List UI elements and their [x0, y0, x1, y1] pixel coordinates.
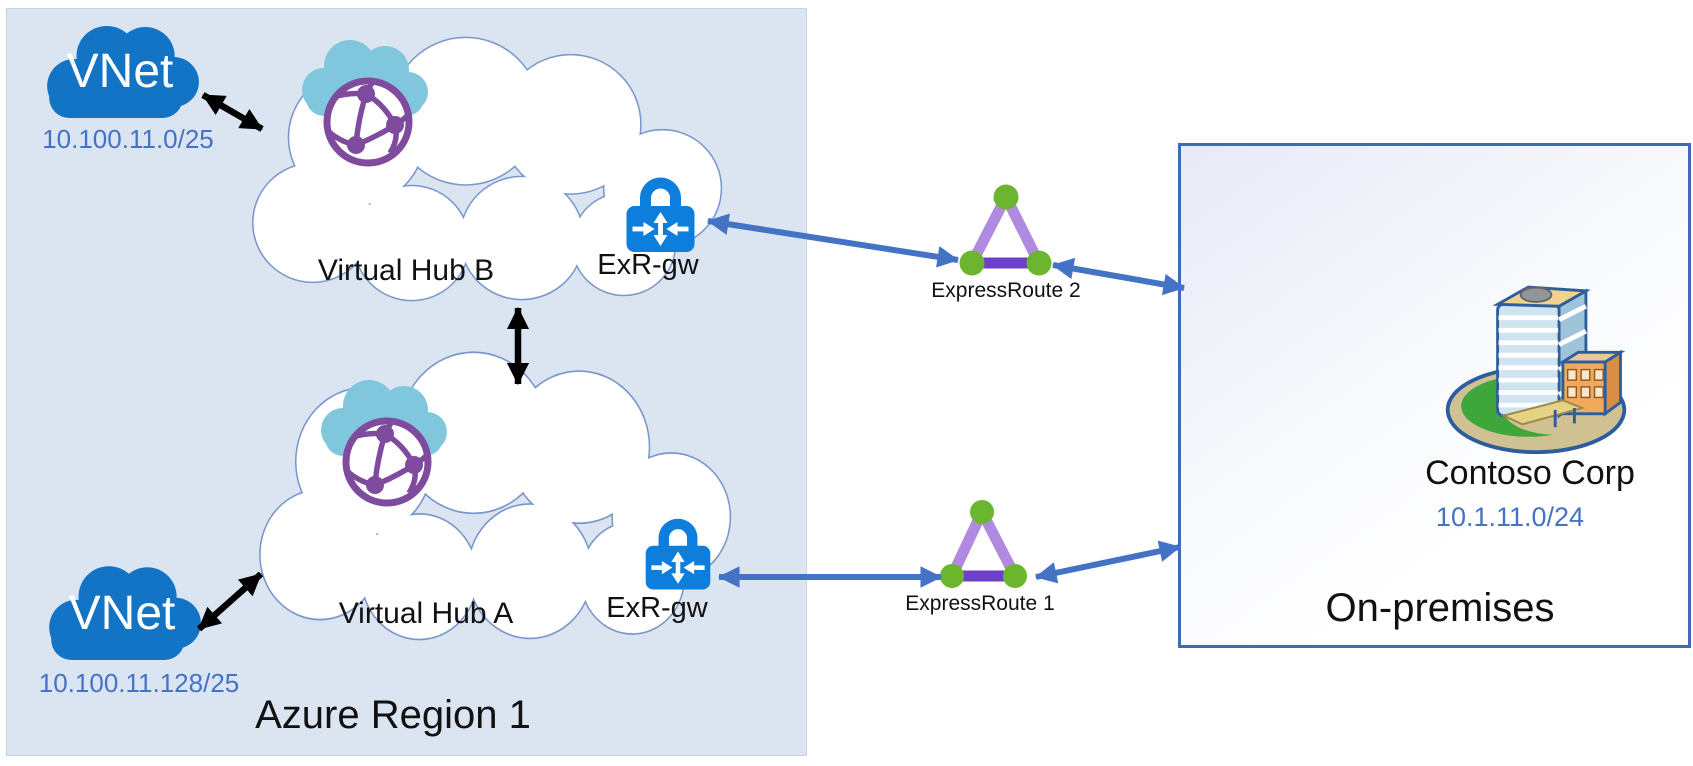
- vnet-a-label: VNet: [68, 587, 176, 640]
- vnet-a-cidr: 10.100.11.128/25: [38, 668, 240, 698]
- onprem-label: On-premises: [1325, 586, 1555, 630]
- exr-gateway-b-icon: [626, 177, 695, 252]
- vnet-a-cloud-icon: [49, 566, 201, 660]
- expressroute-2-icon: [959, 184, 1052, 276]
- hub-a-label: Virtual Hub A: [338, 597, 514, 630]
- building-icon: [1445, 285, 1627, 455]
- azure-region-label: Azure Region 1: [255, 693, 531, 737]
- expressroute-2-label: ExpressRoute 2: [931, 279, 1081, 302]
- hub-b-label: Virtual Hub B: [317, 254, 495, 287]
- arrow-expressroute-1-to-onprem: [1034, 540, 1182, 584]
- expressroute-1-icon: [940, 500, 1027, 588]
- onprem-cidr: 10.1.11.0/24: [1435, 502, 1585, 532]
- virtual-network-b-icon: [302, 40, 428, 167]
- contoso-corp-label: Contoso Corp: [1425, 454, 1635, 492]
- virtual-network-a-icon: [321, 380, 447, 507]
- vnet-b-cloud-icon: [47, 26, 199, 118]
- expressroute-1-label: ExpressRoute 1: [905, 592, 1055, 615]
- vnet-b-label: VNet: [66, 45, 174, 98]
- exr-gateway-b-label: ExR-gw: [597, 249, 699, 281]
- vnet-b-cidr: 10.100.11.0/25: [42, 124, 214, 154]
- exr-gateway-a-label: ExR-gw: [606, 592, 708, 624]
- exr-gateway-a-icon: [645, 518, 711, 590]
